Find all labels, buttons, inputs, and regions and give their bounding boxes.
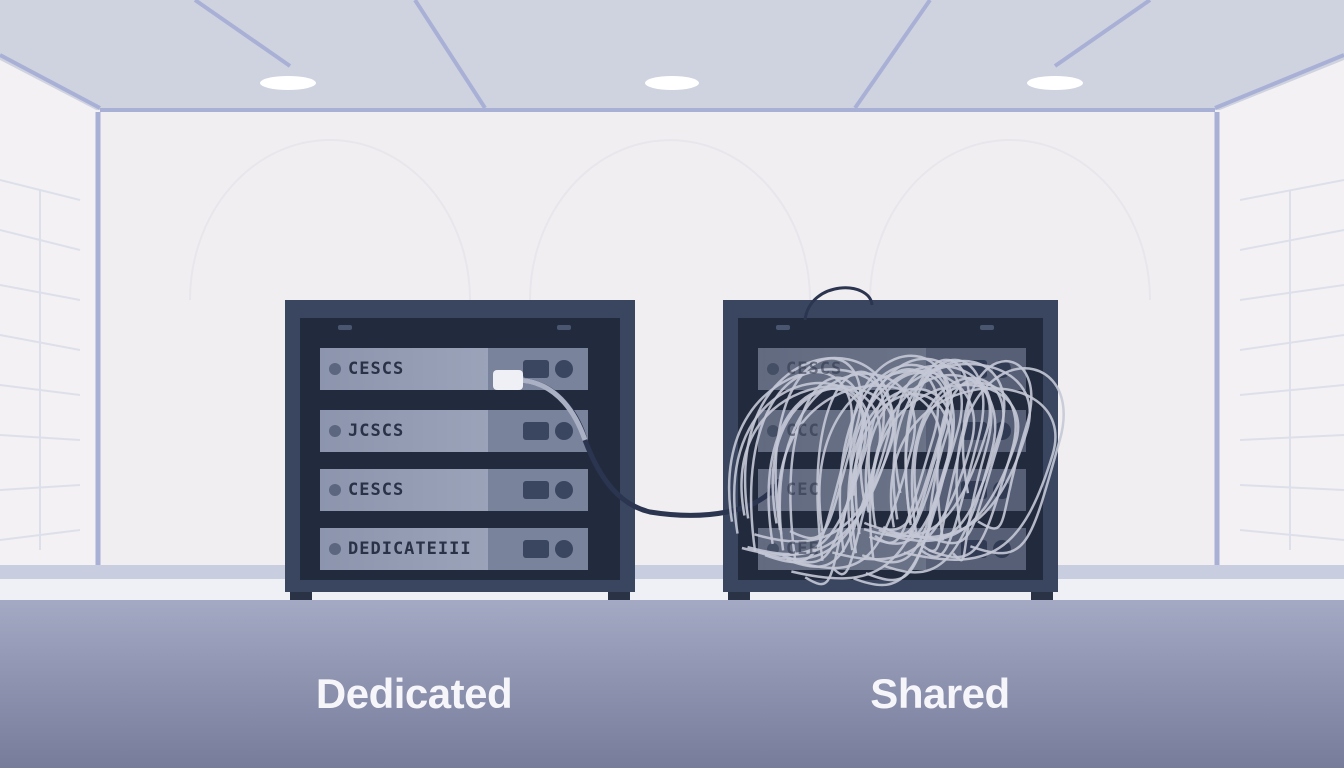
server-unit-label: CEE — [786, 539, 820, 559]
power-button-icon — [555, 360, 573, 378]
dedicated-cable — [493, 370, 783, 518]
drive-slot-icon — [523, 540, 549, 558]
server-unit — [320, 469, 588, 511]
tangled-cables — [728, 286, 1065, 587]
server-unit — [320, 528, 588, 570]
walls — [0, 60, 1344, 580]
drive-slot-icon — [523, 481, 549, 499]
server-unit — [320, 410, 588, 452]
ceiling — [0, 0, 1344, 112]
dedicated-label: Dedicated — [315, 670, 513, 717]
status-led-icon — [329, 425, 341, 437]
shared-label: Shared — [870, 670, 1010, 717]
ceiling-light — [1027, 76, 1083, 90]
power-button-icon — [555, 540, 573, 558]
power-button-icon — [555, 481, 573, 499]
server-unit-label: CESCS — [348, 480, 405, 500]
server-unit-label: JCSCS — [348, 421, 405, 441]
drive-slot-icon — [523, 360, 549, 378]
server-unit-label: CESCS — [348, 359, 405, 379]
server-unit-label: CEC — [786, 480, 820, 500]
status-led-icon — [329, 543, 341, 555]
status-led-icon — [767, 425, 779, 437]
server-unit-label: DEDICATEIII — [348, 539, 472, 559]
plug-icon — [493, 370, 523, 390]
status-led-icon — [329, 484, 341, 496]
power-button-icon — [555, 422, 573, 440]
ceiling-light — [260, 76, 316, 90]
floor — [0, 565, 1344, 768]
dedicated-server-rack — [285, 300, 635, 600]
status-led-icon — [767, 363, 779, 375]
status-led-icon — [329, 363, 341, 375]
server-unit-label: CCC — [786, 421, 820, 441]
drive-slot-icon — [523, 422, 549, 440]
server-unit-label: CESCS — [786, 359, 843, 379]
ceiling-light — [645, 76, 699, 90]
